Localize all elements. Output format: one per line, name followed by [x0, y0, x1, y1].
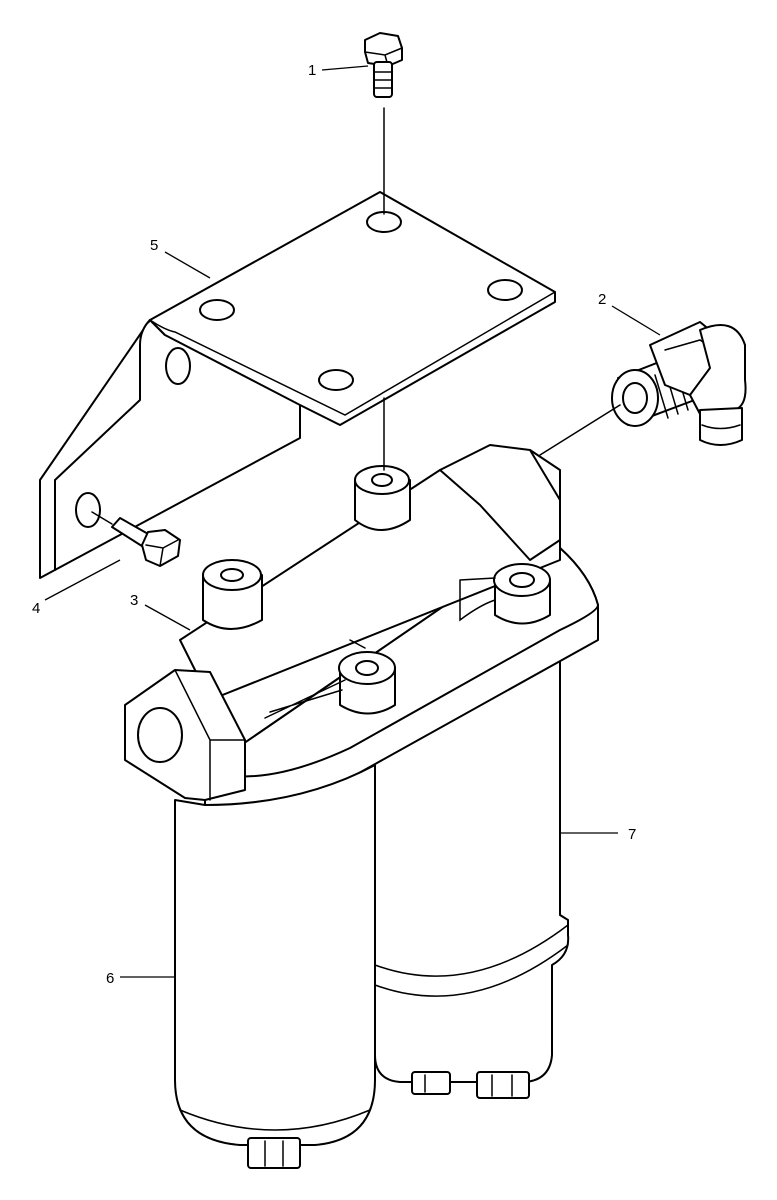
callout-7: 7: [628, 826, 636, 843]
callouts: 1 2 3 4 5 6 7: [32, 62, 661, 987]
filter-canister-6: [174, 764, 376, 1169]
leader-line-2: [611, 305, 661, 336]
callout-6: 6: [106, 970, 114, 987]
elbow-fitting-2: [611, 321, 747, 446]
callout-5: 5: [150, 237, 158, 254]
leader-line-5: [164, 251, 211, 279]
callout-1: 1: [308, 62, 316, 79]
leader-line-3: [144, 604, 191, 631]
leader-line-4: [44, 559, 121, 601]
filter-head-3: [124, 444, 599, 810]
callout-4: 4: [32, 600, 40, 617]
filter-canister-7: [374, 629, 570, 1099]
callout-3: 3: [130, 592, 138, 609]
callout-2: 2: [598, 291, 606, 308]
fitting-axis-line: [539, 404, 621, 456]
bolt-4: [111, 517, 181, 567]
leader-line-1: [321, 65, 369, 71]
bolt-1: [364, 32, 403, 98]
mounting-bracket-5: [39, 191, 556, 579]
bolt-4-axis-line: [91, 511, 113, 525]
